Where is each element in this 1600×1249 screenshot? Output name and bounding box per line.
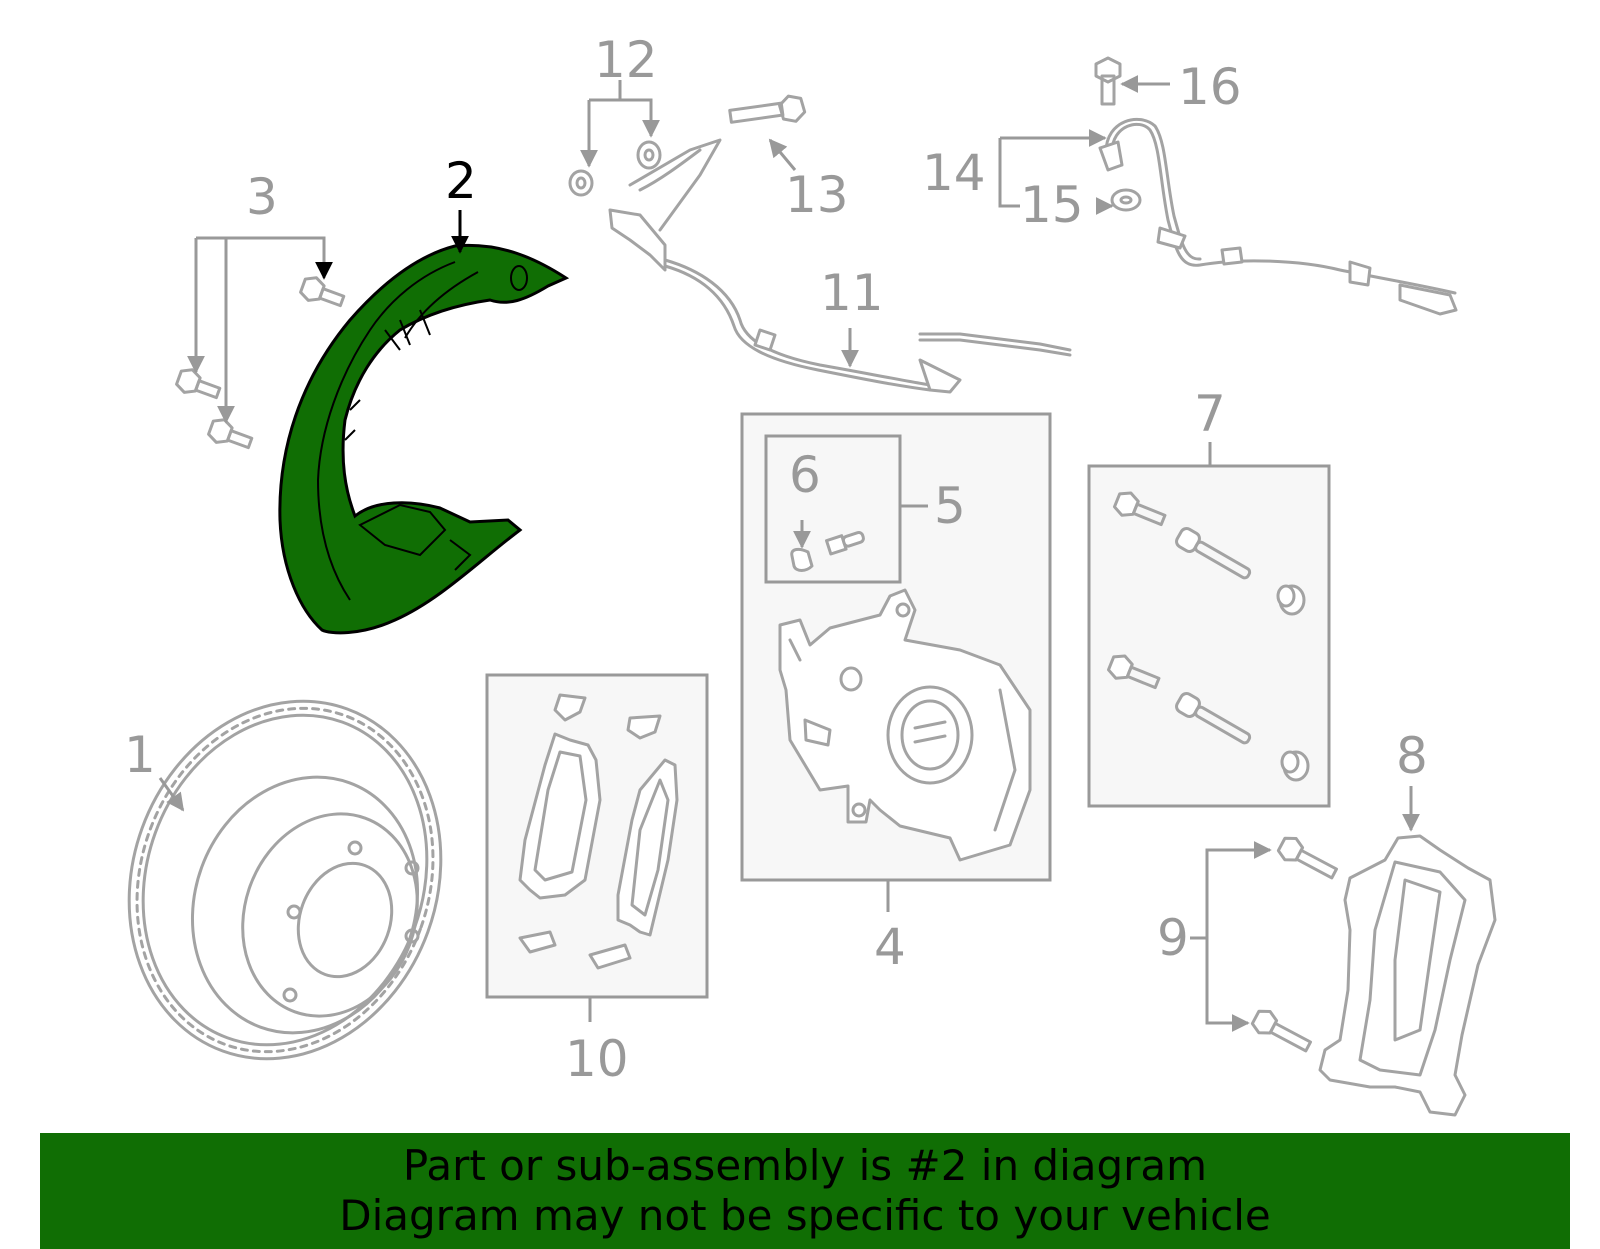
bleeder-kit-box (764, 434, 902, 584)
callout-1: 1 (124, 726, 156, 784)
callout-11: 11 (820, 264, 884, 322)
abs-sensor-part[interactable] (1094, 56, 1458, 316)
callout-16: 16 (1178, 58, 1242, 116)
callout-9: 9 (1157, 909, 1189, 967)
callout-2: 2 (445, 152, 477, 210)
guide-pins-part[interactable] (1106, 489, 1310, 782)
callout-15: 15 (1020, 176, 1084, 234)
caliper-hardware-box (1087, 464, 1331, 808)
bleeder-screw-part[interactable] (790, 530, 865, 572)
bolts-group-3[interactable] (175, 274, 347, 453)
callout-12: 12 (594, 31, 658, 89)
callout-4: 4 (874, 918, 906, 976)
brake-pads-box (485, 673, 709, 999)
callout-7: 7 (1194, 385, 1226, 443)
brake-hose-bracket-part[interactable] (568, 94, 1072, 394)
banner-line-part-number: Part or sub-assembly is #2 in diagram (402, 1141, 1208, 1190)
banner-line-disclaimer: Diagram may not be specific to your vehi… (339, 1191, 1271, 1240)
callout-13: 13 (785, 166, 849, 224)
callout-14: 14 (922, 144, 986, 202)
info-banner: Part or sub-assembly is #2 in diagram Di… (40, 1133, 1570, 1249)
leader-lines (158, 75, 1420, 1032)
brake-caliper-part[interactable] (778, 588, 1032, 862)
callout-3: 3 (246, 168, 278, 226)
callout-5: 5 (934, 477, 966, 535)
callout-10: 10 (565, 1030, 629, 1088)
brake-rotor-part[interactable] (80, 657, 490, 1103)
dust-shield-part[interactable] (278, 243, 570, 635)
callout-6: 6 (789, 446, 821, 504)
brake-pads-part[interactable] (518, 693, 679, 970)
callout-8: 8 (1396, 727, 1428, 785)
caliper-bracket-part[interactable] (1250, 834, 1497, 1117)
